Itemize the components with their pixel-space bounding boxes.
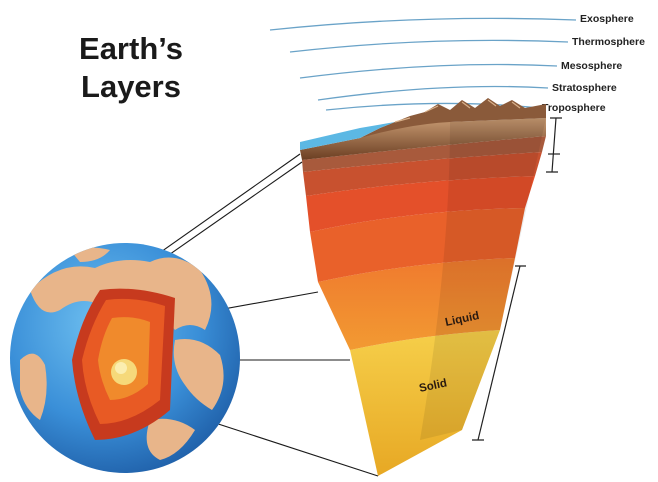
- label-thermosphere: Thermosphere: [572, 36, 645, 48]
- layer-brackets: [472, 117, 562, 441]
- solid-label: Solid: [418, 377, 448, 395]
- earth-globe: [10, 243, 240, 473]
- label-mesosphere: Mesosphere: [561, 60, 622, 72]
- crust-bracket: [546, 117, 562, 173]
- lithosphere-band: [302, 136, 546, 172]
- title-line-2: Layers: [81, 69, 181, 104]
- exosphere-line: [269, 17, 577, 31]
- diagram-title: Earth’s Layers: [56, 30, 206, 106]
- layer-wedge: [300, 98, 546, 476]
- thermosphere-line: [289, 39, 569, 53]
- label-troposphere: Troposphere: [542, 102, 606, 114]
- wedge-side-shade: [420, 118, 546, 440]
- core-bracket: [472, 265, 526, 441]
- crust-band: [300, 118, 546, 160]
- globe-cutaway-outer-core: [98, 317, 150, 400]
- atmosphere-lines: [269, 17, 577, 111]
- inner-core-band: [350, 330, 500, 476]
- label-exosphere: Exosphere: [580, 13, 634, 25]
- outer-core-band: [318, 258, 515, 350]
- label-stratosphere: Stratosphere: [552, 82, 617, 94]
- lower-mantle-band: [310, 208, 525, 282]
- stratosphere-line: [317, 85, 549, 101]
- mountain-highlights: [394, 99, 521, 123]
- atmosphere-labels: Exosphere Thermosphere Mesosphere Strato…: [542, 13, 645, 114]
- ocean-surface: [300, 122, 395, 150]
- upper-mantle-band: [303, 152, 542, 196]
- title-line-1: Earth’s: [79, 31, 183, 66]
- mid-mantle-band: [306, 176, 535, 232]
- globe-inner-core-highlight: [115, 362, 127, 374]
- mesosphere-line: [299, 63, 558, 79]
- mountain-surface: [360, 98, 546, 138]
